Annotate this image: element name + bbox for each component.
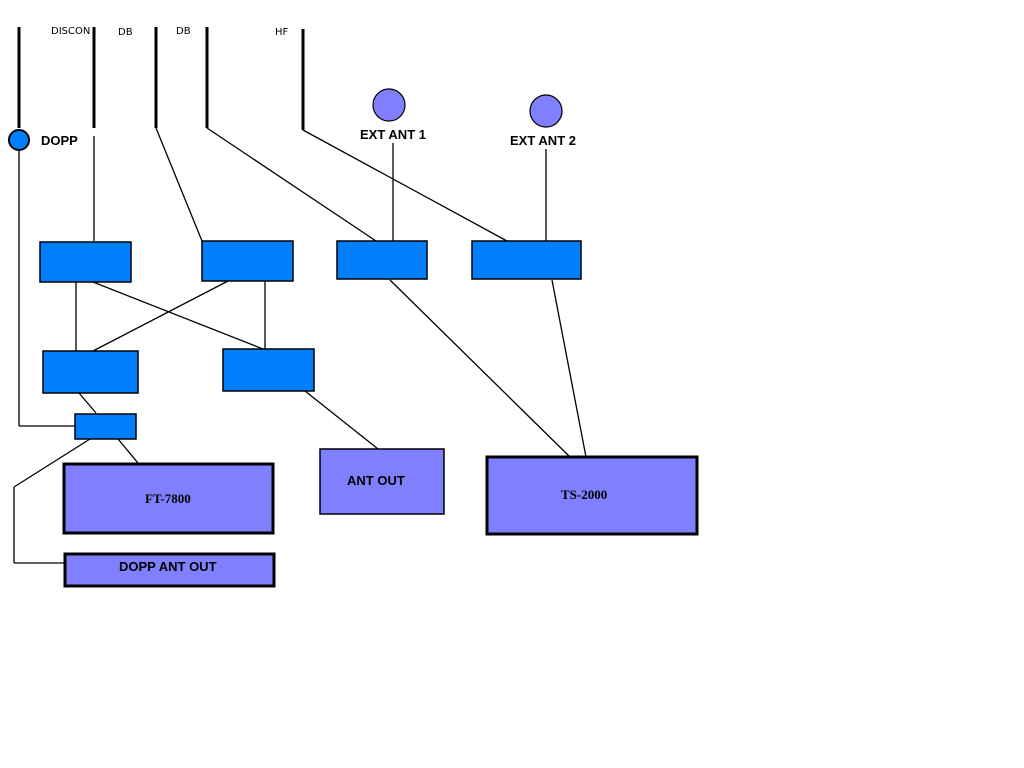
small-switch-to-dopp-out-wire-1 <box>13 438 91 488</box>
switch2-to-switch5-wire <box>92 280 229 352</box>
ft7800-label: FT-7800 <box>145 491 191 506</box>
ts2000-label: TS-2000 <box>561 487 607 502</box>
ant-out-box <box>319 448 445 515</box>
ft7800-radio <box>62 462 275 535</box>
ext-ant-1-antenna <box>372 88 406 122</box>
hf-label: HF <box>275 27 289 38</box>
hf-to-switch-wire <box>302 129 508 242</box>
switch3-to-ts2000-wire <box>389 279 571 458</box>
coax-switch-2 <box>201 240 294 282</box>
coax-switch-6 <box>222 348 315 392</box>
switch6-to-ant-out-wire <box>304 390 379 450</box>
db1-label: DB <box>118 27 133 38</box>
db1-to-switch-wire <box>155 127 203 242</box>
switch5-to-small-switch-wire <box>78 392 97 414</box>
dopp-antenna-node <box>8 129 30 151</box>
ant-out-label: ANT OUT <box>347 473 405 488</box>
coax-switch-5 <box>42 350 139 394</box>
switch4-to-ts2000-wire <box>551 279 587 458</box>
switch1-to-switch6-wire <box>92 281 264 350</box>
dopp-ant-out-label: DOPP ANT OUT <box>119 559 217 574</box>
coax-switch-3 <box>336 240 428 280</box>
discon-label: DISCON <box>51 26 90 37</box>
ext-ant-2-label: EXT ANT 2 <box>510 133 576 148</box>
dopp-label: DOPP <box>41 133 78 148</box>
ts2000-radio <box>485 455 699 536</box>
coax-switch-1 <box>39 241 132 283</box>
coax-switch-4 <box>471 240 582 280</box>
coax-switch-small <box>74 413 137 440</box>
db2-label: DB <box>176 26 191 37</box>
ext-ant-2-antenna <box>529 94 563 128</box>
db2-to-switch-wire <box>206 127 377 242</box>
dopp-ant-out-box <box>63 552 276 588</box>
small-switch-to-ft7800-wire <box>117 438 139 464</box>
ext-ant-1-label: EXT ANT 1 <box>360 127 426 142</box>
